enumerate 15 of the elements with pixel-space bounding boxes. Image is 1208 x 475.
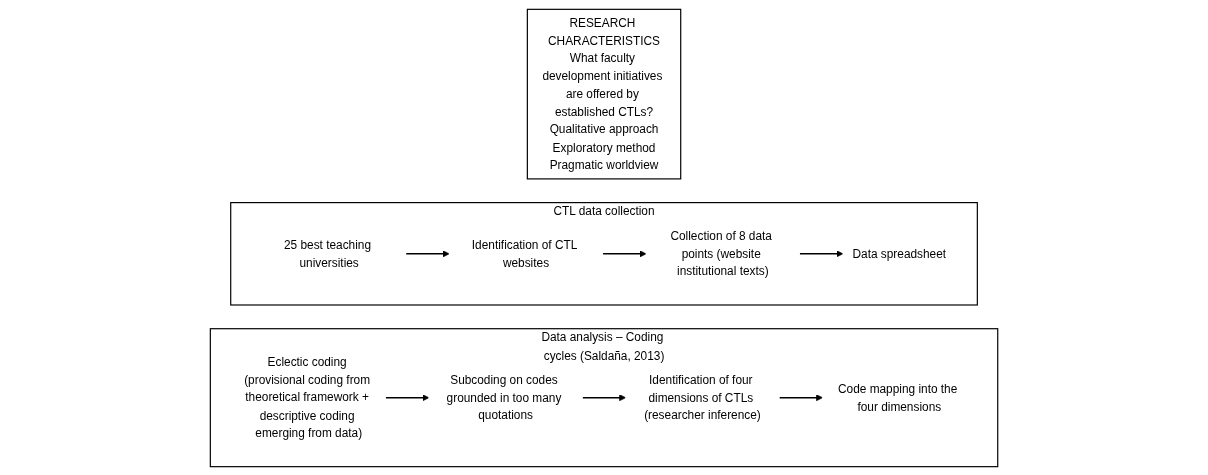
arrow bbox=[601, 249, 647, 257]
node-text: 25 best teaching universities bbox=[283, 237, 371, 269]
node-text: Code mapping into the four dimensions bbox=[837, 380, 958, 413]
arrow bbox=[384, 393, 430, 401]
arrow bbox=[798, 249, 844, 257]
node-text: Collection of 8 data points (website institutional texts) bbox=[670, 228, 772, 278]
arrow bbox=[581, 393, 627, 401]
node-text: Data spreadsheet bbox=[852, 245, 947, 260]
node-text: Identification of four dimensions of CTLs (researcher inference) bbox=[644, 372, 761, 422]
node-text: Subcoding on codes grounded in too many quotations bbox=[446, 372, 562, 422]
node-text: Eclectic coding (provisional coding from theoretical framework + descriptive coding emerging from data) bbox=[244, 354, 371, 439]
node-text: Identification of CTL websites bbox=[471, 237, 577, 269]
arrow bbox=[778, 393, 823, 401]
node-box: RESEARCH CHARACTERISTICS What faculty development initiatives are offered by established CTLs? Qualitative approach Exploratory method Pragmatic worldview bbox=[526, 8, 682, 179]
arrow bbox=[405, 249, 450, 257]
